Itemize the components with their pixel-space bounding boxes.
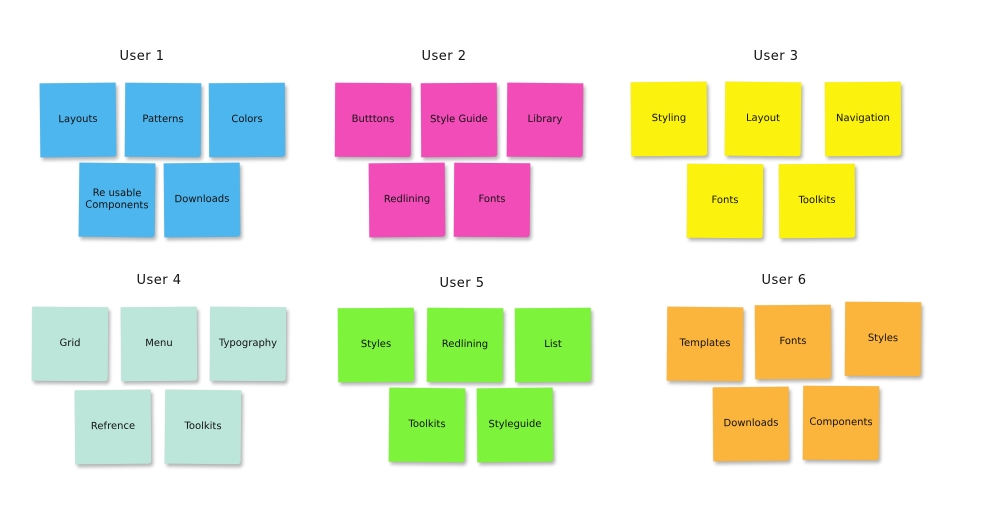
sticky-note-reusable-components: Re usable Components (78, 162, 156, 238)
user-2-title: User 2 (421, 49, 467, 64)
sticky-note-toolkits: Toolkits (388, 387, 466, 463)
sticky-note-navigation: Navigation (824, 81, 902, 157)
sticky-note-grid: Grid (31, 306, 109, 382)
sticky-note-toolkits: Toolkits (164, 389, 242, 465)
sticky-note-redlining: Redlining (368, 162, 446, 238)
sticky-note-downloads: Downloads (712, 386, 790, 462)
user-1-title: User 1 (119, 49, 165, 64)
sticky-note-refrence: Refrence (74, 389, 152, 465)
sticky-note-butttons: Butttons (334, 82, 412, 158)
sticky-note-styleguide: Styleguide (476, 387, 554, 463)
sticky-note-layouts: Layouts (39, 82, 117, 158)
sticky-note-styles: Styles (844, 301, 922, 377)
user-3-title: User 3 (753, 49, 799, 64)
sticky-note-components: Components (802, 385, 880, 461)
sticky-note-redlining: Redlining (426, 307, 504, 383)
sticky-note-style-guide: Style Guide (420, 82, 498, 158)
sticky-note-fonts: Fonts (453, 162, 531, 238)
user-6-title: User 6 (761, 273, 807, 288)
user-4-title: User 4 (136, 273, 182, 288)
sticky-note-library: Library (506, 82, 584, 158)
sticky-note-fonts: Fonts (686, 163, 764, 239)
sticky-note-patterns: Patterns (124, 82, 202, 158)
sticky-note-downloads: Downloads (163, 162, 241, 238)
sticky-note-styles: Styles (337, 307, 415, 383)
sticky-note-styling: Styling (630, 81, 708, 157)
sticky-note-layout: Layout (724, 81, 802, 157)
sticky-note-toolkits: Toolkits (778, 163, 856, 239)
sticky-note-colors: Colors (208, 82, 286, 158)
sticky-note-templates: Templates (666, 306, 744, 382)
sticky-note-menu: Menu (120, 306, 198, 382)
sticky-note-fonts: Fonts (754, 304, 832, 380)
user-5-title: User 5 (439, 276, 485, 291)
sticky-note-typography: Typography (209, 306, 287, 382)
sticky-note-list: List (514, 307, 592, 383)
